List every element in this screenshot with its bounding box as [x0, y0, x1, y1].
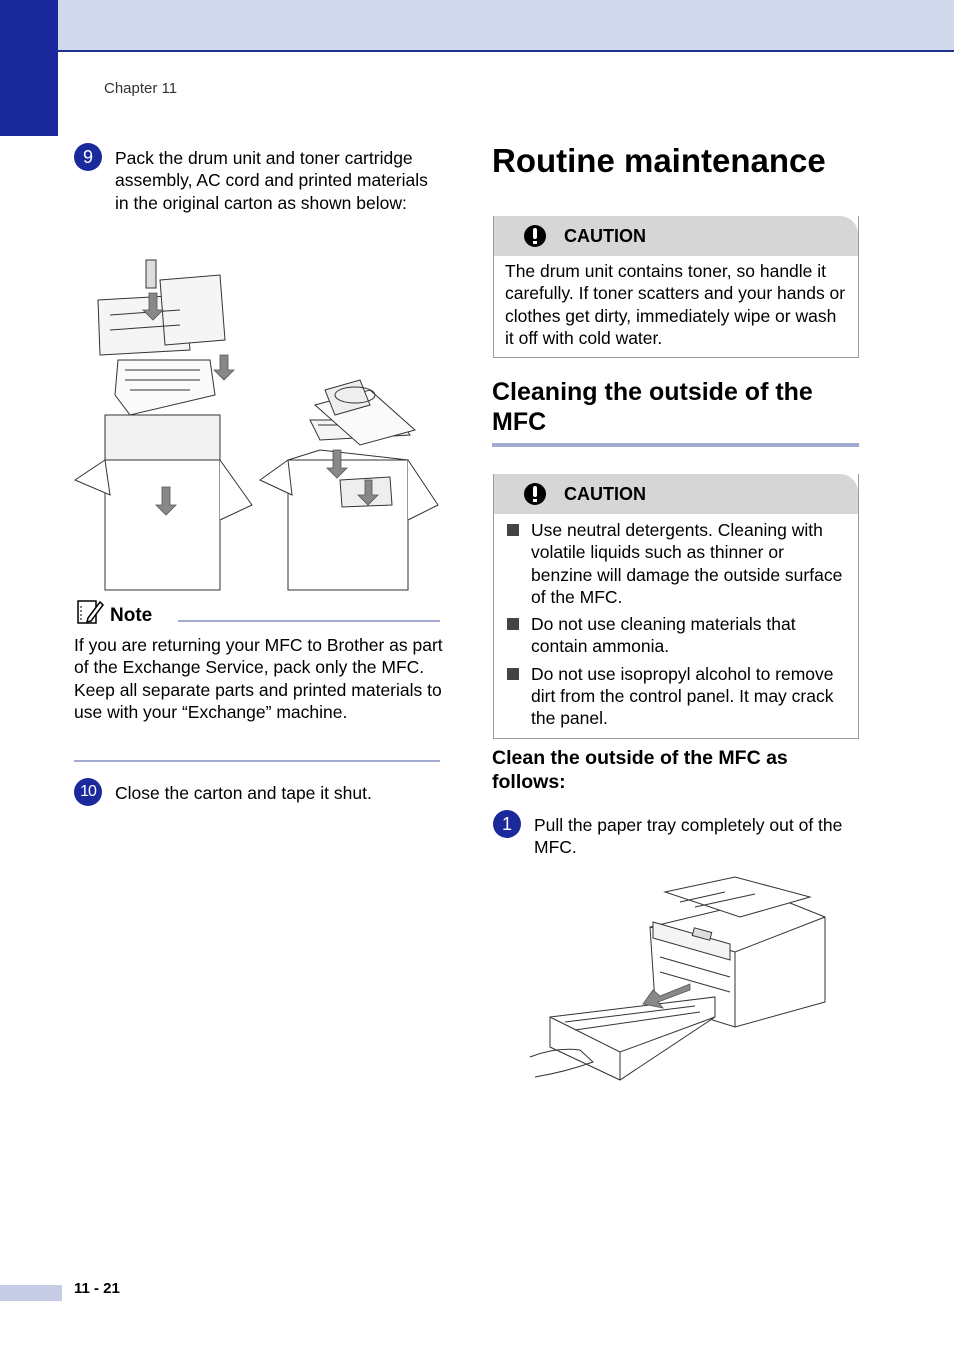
- step-9-text: Pack the drum unit and toner cartridge a…: [115, 148, 428, 213]
- note-pencil-icon: [77, 600, 104, 624]
- paper-tray-illustration: [529, 876, 826, 1081]
- step-number-10: 10: [74, 778, 102, 806]
- footer-bar: [0, 1285, 62, 1301]
- section-rule: [492, 443, 859, 447]
- exclamation-icon: [524, 483, 546, 505]
- caution-header: CAUTION: [494, 216, 858, 256]
- list-item: Do not use isopropyl alcohol to remove d…: [505, 663, 848, 730]
- caution-label: CAUTION: [564, 484, 646, 504]
- caution-list: Use neutral detergents. Cleaning with vo…: [494, 514, 858, 738]
- list-item: Do not use cleaning materials that conta…: [505, 613, 848, 658]
- list-item: Use neutral detergents. Cleaning with vo…: [505, 519, 848, 608]
- step-number-1: 1: [493, 810, 521, 838]
- step-1-text: Pull the paper tray completely out of th…: [534, 815, 843, 858]
- chapter-tab: [0, 0, 58, 136]
- note-rule-bottom: [74, 760, 440, 762]
- note-rule-top: [178, 620, 440, 622]
- caution-box-cleaning: CAUTION Use neutral detergents. Cleaning…: [493, 474, 859, 739]
- note-label: Note: [110, 605, 153, 626]
- step-number-9: 9: [74, 143, 102, 171]
- caution-box-toner: CAUTION The drum unit contains toner, so…: [493, 216, 859, 359]
- caution-header: CAUTION: [494, 474, 858, 514]
- bullet-square-icon: [507, 667, 519, 680]
- bullet-square-icon: [507, 618, 519, 631]
- note-text: If you are returning your MFC to Brother…: [74, 635, 443, 722]
- page-title: Routine maintenance: [492, 142, 826, 179]
- page-number: 11 - 21: [74, 1280, 120, 1297]
- step-10-text: Close the carton and tape it shut.: [115, 783, 372, 803]
- bullet-square-icon: [507, 524, 519, 536]
- subheading: Clean the outside of the MFC as follows:: [492, 747, 788, 793]
- chapter-label: Chapter 11: [104, 80, 178, 97]
- packing-illustration: [73, 259, 439, 591]
- caution-text: The drum unit contains toner, so handle …: [505, 261, 846, 348]
- header-band: [0, 0, 954, 52]
- exclamation-icon: [524, 225, 546, 247]
- caution-label: CAUTION: [564, 226, 646, 246]
- section-heading: Cleaning the outside of the MFC: [492, 378, 813, 436]
